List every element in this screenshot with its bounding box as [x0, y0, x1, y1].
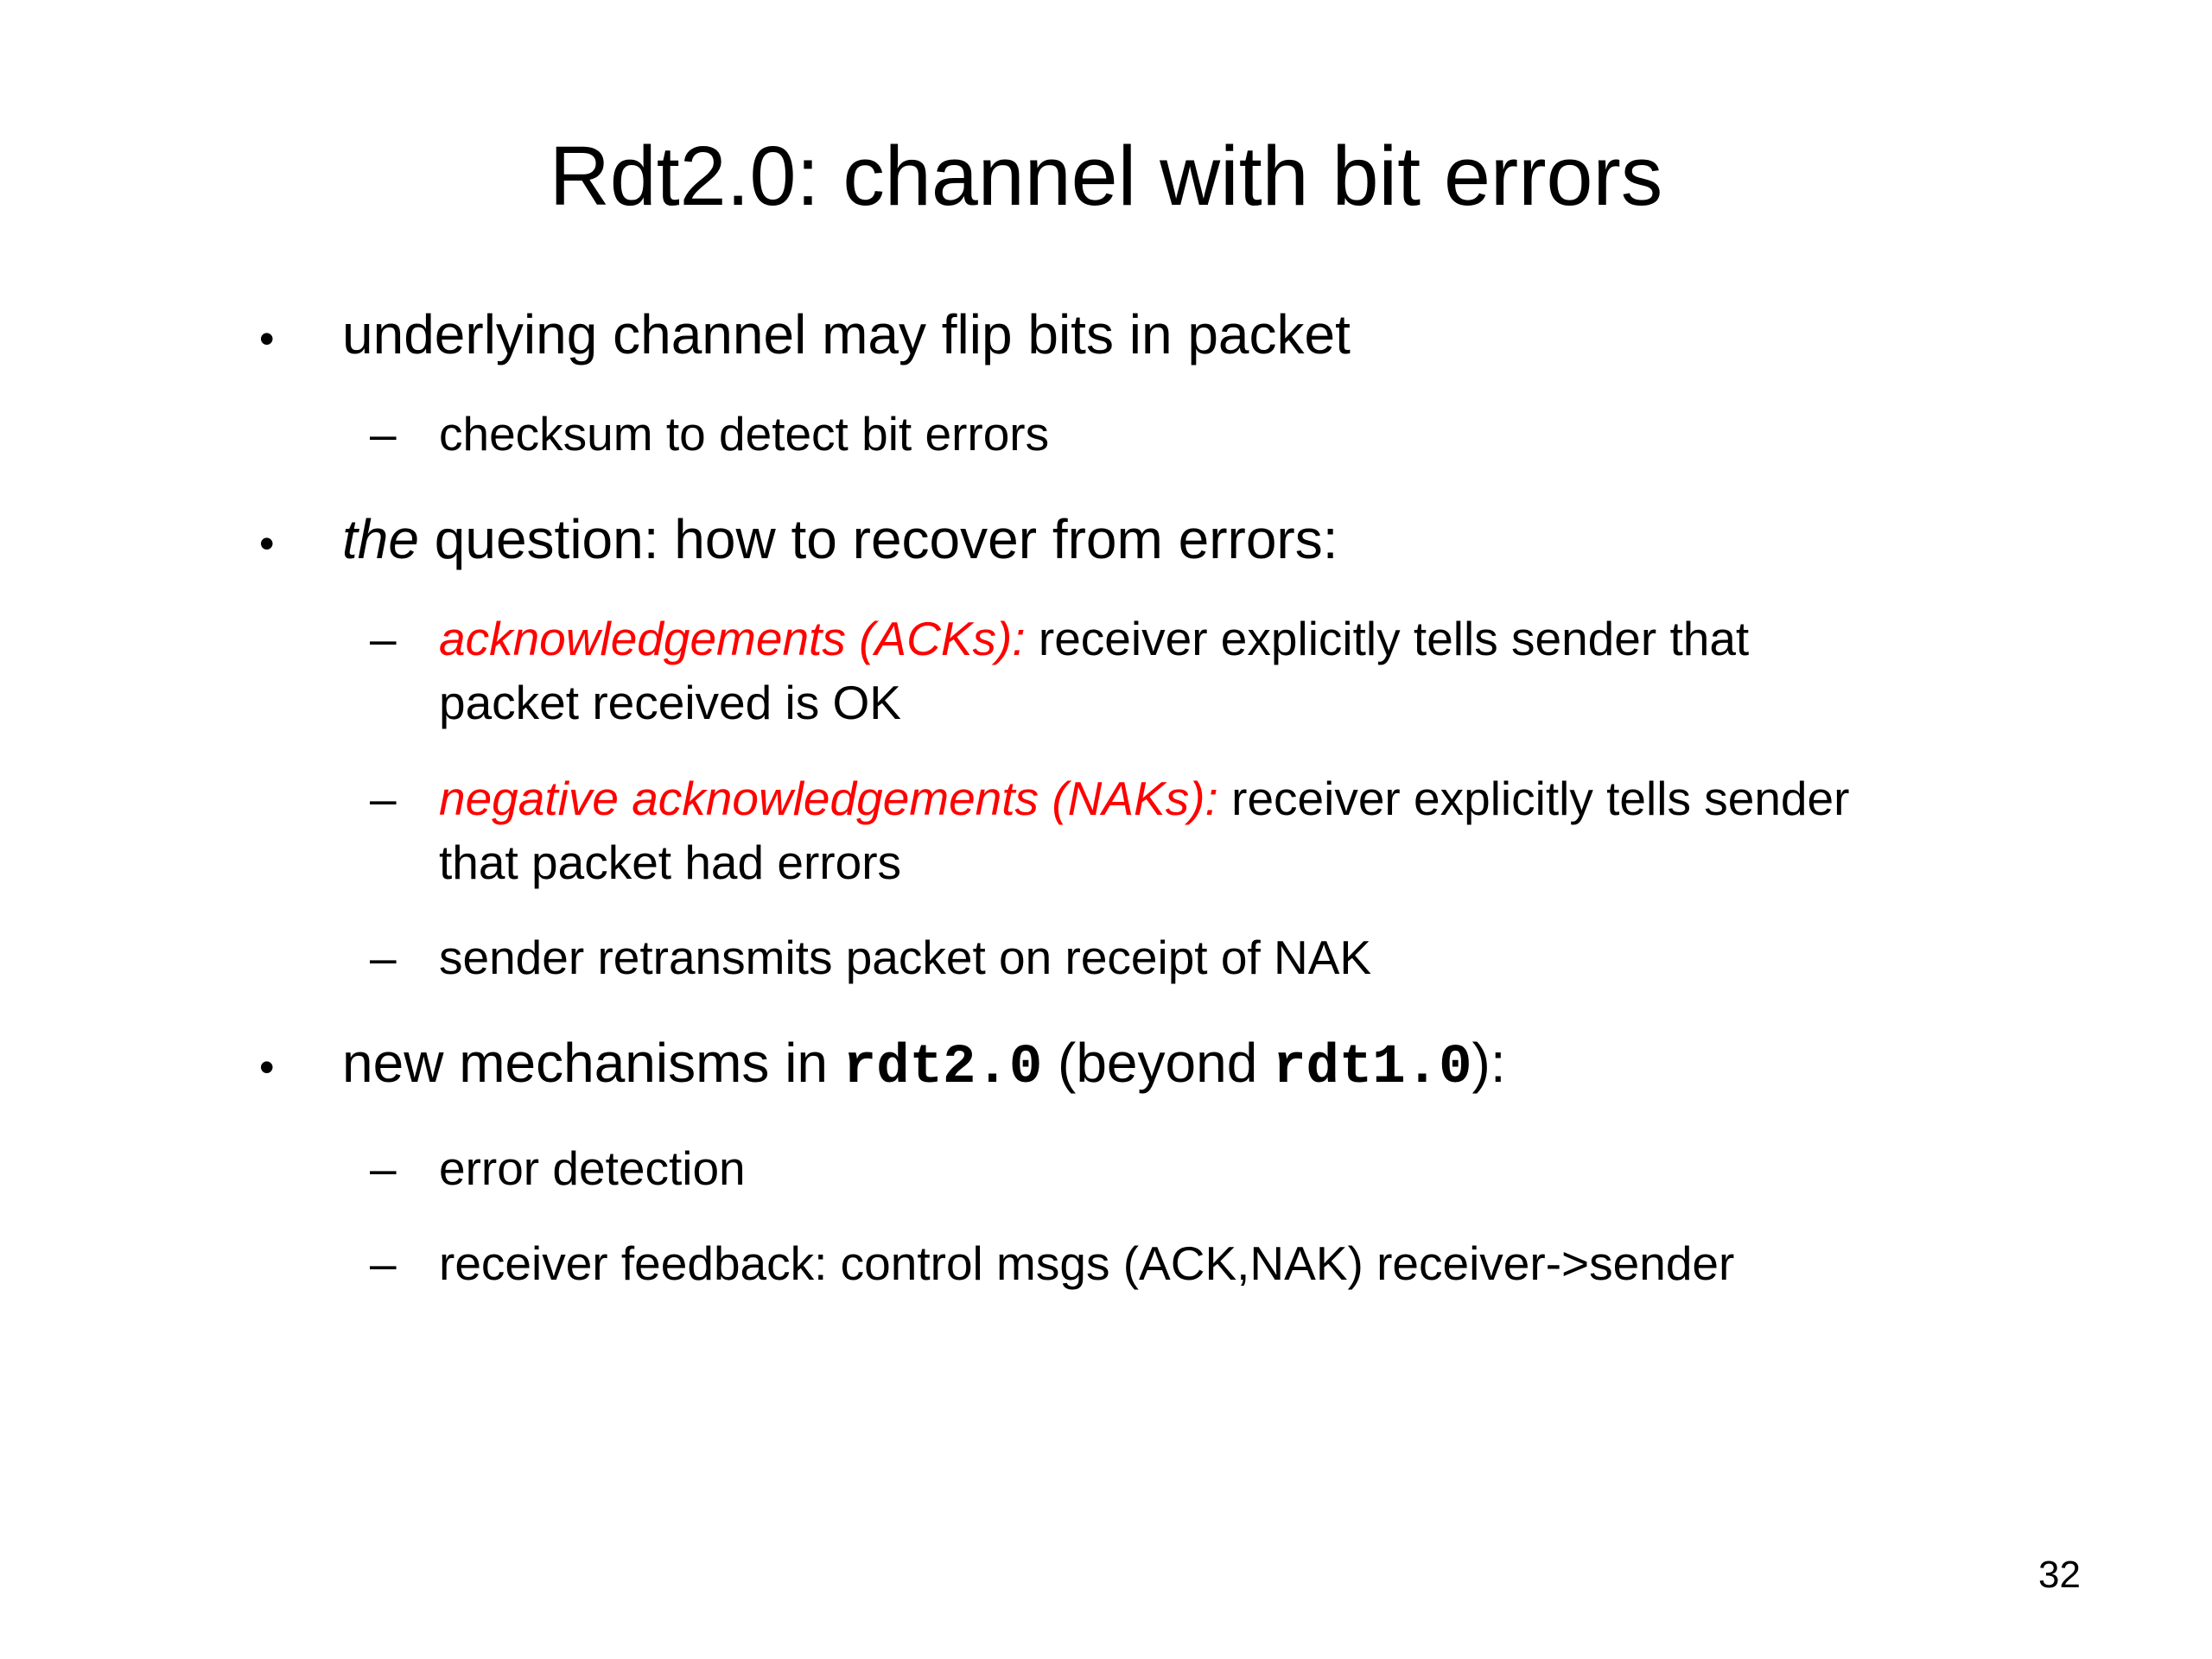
slide-title: Rdt2.0: channel with bit errors — [549, 129, 1663, 223]
bullet-3-text: new mechanisms in rdt2.0 (beyond rdt1.0)… — [342, 1027, 2152, 1104]
dash-glyph: – — [370, 931, 397, 985]
dash-glyph: – — [370, 1236, 397, 1290]
dash-icon: – — [370, 1136, 439, 1200]
bullet-item-2: • the question: how to recover from erro… — [259, 504, 2152, 575]
dash-glyph: – — [370, 771, 397, 825]
dash-icon: – — [370, 1231, 439, 1295]
sub-bullet-2-1-line2: packet received is OK — [439, 676, 901, 730]
sub-bullet-2-3: – sender retransmits packet on receipt o… — [370, 925, 2152, 989]
dash-icon: – — [370, 925, 439, 989]
sub-bullet-2-1: – acknowledgements (ACKs): receiver expl… — [370, 607, 2152, 735]
sub-bullet-1-1: – checksum to detect bit errors — [370, 402, 2152, 466]
sub-bullet-3-1: – error detection — [370, 1136, 2152, 1200]
bullet-glyph: • — [259, 314, 275, 363]
sub-bullet-1-1-text-run: checksum to detect bit errors — [439, 406, 1050, 461]
bullet-2-text: the question: how to recover from errors… — [342, 504, 2152, 575]
sub-bullet-3-1-text: error detection — [439, 1136, 2152, 1200]
sub-bullet-3-2: – receiver feedback: control msgs (ACK,N… — [370, 1231, 2152, 1295]
sub-bullet-2-2-text-run: receiver explicitly tells sender — [1217, 771, 1850, 825]
bullet-1-text-run: underlying channel may flip bits in pack… — [342, 302, 1351, 365]
bullet-list: • underlying channel may flip bits in pa… — [259, 299, 2152, 1296]
ack-red-label: acknowledgements (ACKs): — [439, 612, 1026, 666]
sub-bullet-2-1-text: acknowledgements (ACKs): receiver explic… — [439, 607, 2152, 735]
bullet-2-italic-lead: the — [342, 507, 419, 570]
dash-glyph: – — [370, 1141, 397, 1195]
sub-bullet-3-1-text-run: error detection — [439, 1141, 746, 1195]
bullet-icon: • — [259, 299, 342, 371]
sub-bullet-3-2-text-run: receiver feedback: control msgs (ACK,NAK… — [439, 1236, 1735, 1290]
bullet-2-text-run: question: how to recover from errors: — [418, 507, 1338, 570]
bullet-icon: • — [259, 1027, 342, 1104]
sub-bullet-2-2-text: negative acknowledgements (NAKs): receiv… — [439, 766, 2152, 895]
dash-icon: – — [370, 607, 439, 735]
sub-bullet-1-1-text: checksum to detect bit errors — [439, 402, 2152, 466]
dash-icon: – — [370, 402, 439, 466]
sub-bullet-2-2-line2: that packet had errors — [439, 835, 902, 889]
bullet-3-text-run: new mechanisms in — [342, 1032, 843, 1095]
bullet-3-text-run: (beyond — [1042, 1032, 1274, 1095]
nak-red-label: negative acknowledgements (NAKs): — [439, 771, 1218, 825]
bullet-glyph: • — [259, 518, 275, 568]
bullet-glyph: • — [259, 1043, 275, 1092]
bullet-3-text-run: ): — [1471, 1032, 1506, 1095]
rdt2-code-label: rdt2.0 — [842, 1037, 1043, 1100]
bullet-item-1: • underlying channel may flip bits in pa… — [259, 299, 2152, 371]
bullet-item-3: • new mechanisms in rdt2.0 (beyond rdt1.… — [259, 1027, 2152, 1104]
sub-bullet-2-1-text-run: receiver explicitly tells sender that — [1025, 612, 1750, 666]
bullet-icon: • — [259, 504, 342, 575]
sub-bullet-3-2-text: receiver feedback: control msgs (ACK,NAK… — [439, 1231, 2152, 1295]
dash-glyph: – — [370, 406, 397, 461]
sub-bullet-2-2: – negative acknowledgements (NAKs): rece… — [370, 766, 2152, 895]
page-number: 32 — [2038, 1554, 2081, 1596]
sub-bullet-2-3-text: sender retransmits packet on receipt of … — [439, 925, 2152, 989]
dash-glyph: – — [370, 612, 397, 666]
bullet-1-text: underlying channel may flip bits in pack… — [342, 299, 2152, 371]
dash-icon: – — [370, 766, 439, 895]
sub-bullet-2-3-text-run: sender retransmits packet on receipt of … — [439, 931, 1372, 985]
rdt1-code-label: rdt1.0 — [1273, 1037, 1472, 1100]
